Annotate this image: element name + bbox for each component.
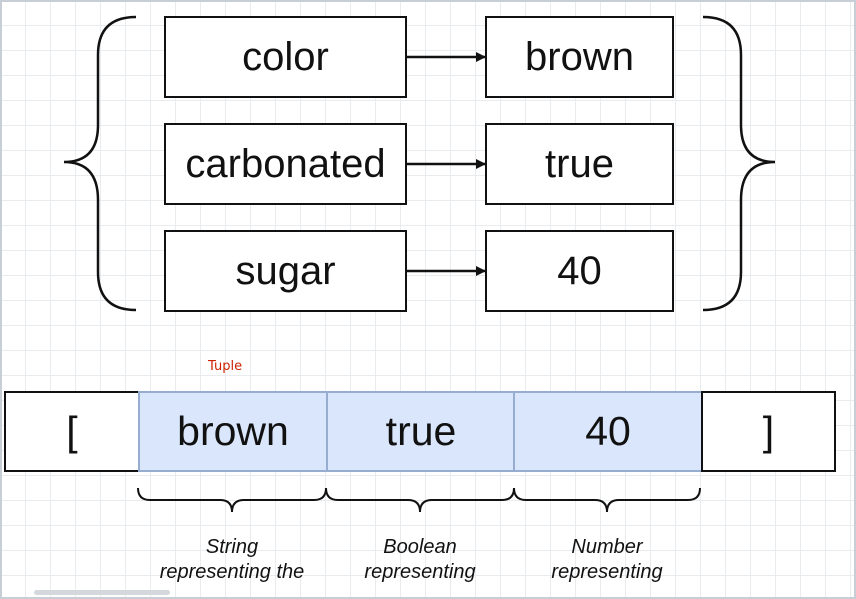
underbrace-string	[137, 487, 327, 513]
underbrace-boolean	[325, 487, 515, 513]
caption-boolean-line1: Boolean	[383, 536, 457, 558]
tuple-close-bracket: ]	[701, 391, 836, 472]
value-box-sugar: 40	[485, 230, 674, 312]
key-box-color: color	[164, 16, 407, 98]
caption-number-line1: Number	[571, 536, 643, 558]
tuple-open-bracket: [	[4, 391, 140, 472]
horizontal-scrollbar[interactable]	[34, 590, 170, 595]
caption-string: String representing the	[132, 535, 332, 585]
key-box-sugar: sugar	[164, 230, 407, 312]
tuple-element-boolean: true	[326, 391, 516, 472]
caption-number: Number representing	[507, 535, 707, 585]
caption-string-line1: String	[205, 536, 259, 558]
caption-boolean: Boolean representing	[320, 535, 520, 585]
tuple-label: Tuple	[208, 359, 243, 374]
caption-string-line2: representing the	[159, 561, 305, 583]
underbrace-number	[513, 487, 701, 513]
tuple-element-number: 40	[513, 391, 703, 472]
tuple-element-string: brown	[138, 391, 328, 472]
left-curly-brace	[63, 15, 137, 312]
value-box-color: brown	[485, 16, 674, 98]
value-box-carbonated: true	[485, 123, 674, 205]
caption-boolean-line2: representing	[364, 561, 476, 583]
caption-number-line2: representing	[551, 561, 663, 583]
right-curly-brace	[702, 15, 776, 312]
key-box-carbonated: carbonated	[164, 123, 407, 205]
